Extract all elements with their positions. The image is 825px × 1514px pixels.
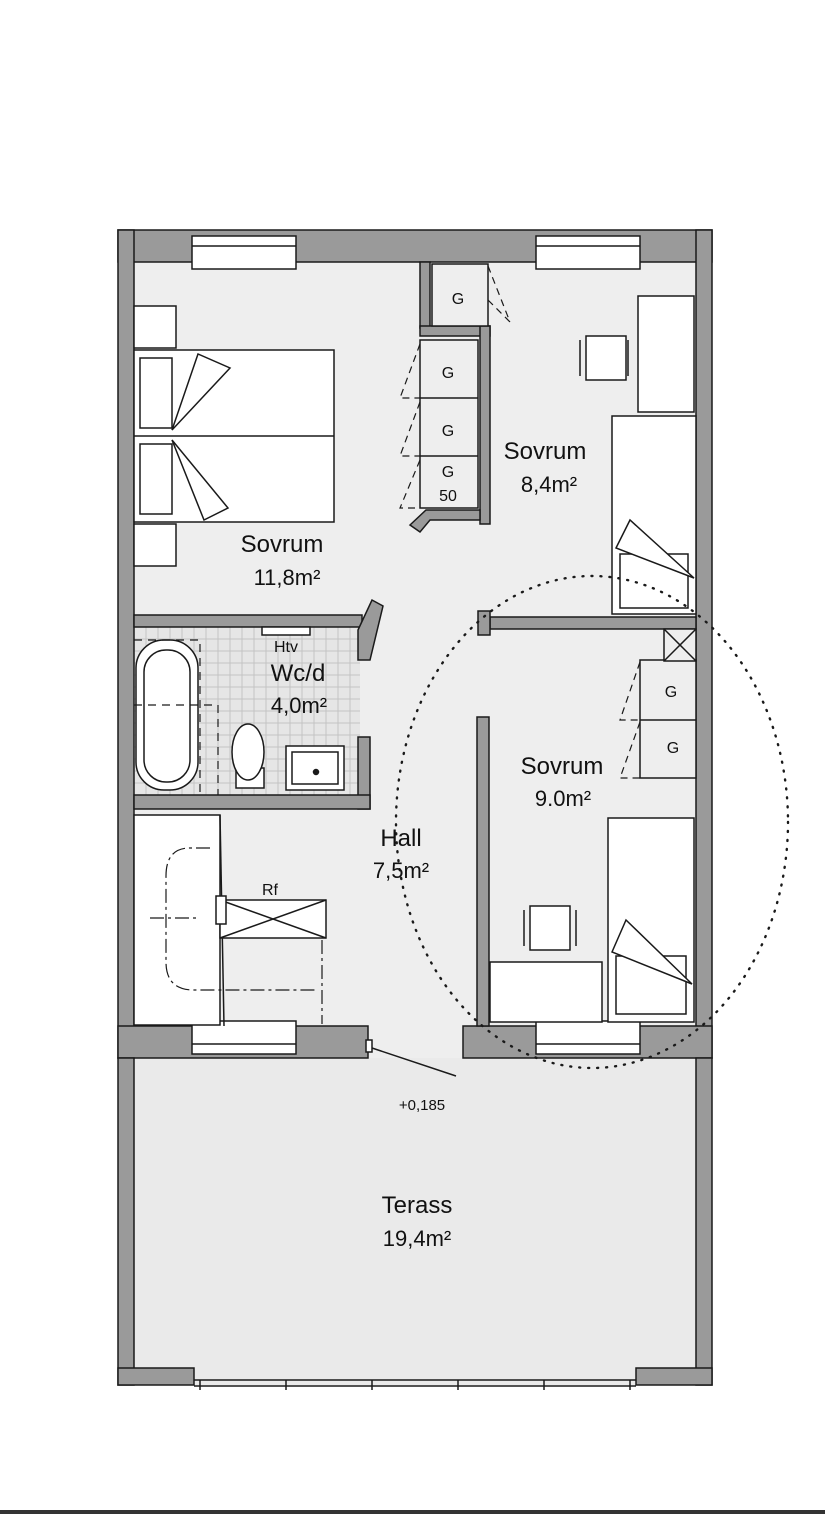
bedroom-9-furniture (489, 817, 695, 1023)
chair (529, 905, 571, 951)
entrance-door (365, 1039, 457, 1077)
wardrobe-label-2: G (442, 423, 454, 440)
terrace-railing (194, 1379, 636, 1390)
wardrobe-label-5: G (667, 740, 679, 757)
sink (285, 745, 345, 791)
wardrobe-label-1: G (442, 365, 454, 382)
windows (191, 235, 641, 1055)
highlight-circle (394, 574, 790, 1070)
room-name-bedroom-mid-right: Sovrum (521, 753, 604, 780)
room-name-bathroom: Wc/d (271, 660, 326, 687)
bathroom-dashed-zones (134, 639, 219, 795)
terrace-walls (117, 1057, 713, 1386)
room-name-terrace: Terass (382, 1192, 453, 1219)
heating-label: Htv (274, 639, 298, 656)
wardrobe-label-top: G (452, 291, 464, 308)
window-bottom-left (191, 1020, 297, 1055)
room-name-hall: Hall (380, 825, 421, 852)
room-area-bedroom-large: 11,8m² (254, 565, 321, 590)
wardrobe-label-3: G (442, 464, 454, 481)
room-name-bedroom-top-right: Sovrum (504, 438, 587, 465)
room-area-bedroom-mid-right: 9.0m² (535, 786, 591, 811)
fridge-label: Rf (262, 882, 279, 899)
chair (585, 335, 627, 381)
room-area-bedroom-top-right: 8,4m² (521, 472, 577, 497)
window-bottom-right (535, 1020, 641, 1055)
wardrobe-width-label: 50 (439, 488, 457, 505)
room-area-terrace: 19,4m² (383, 1226, 451, 1251)
angled-wall-stub (357, 598, 384, 661)
wardrobes (419, 263, 697, 779)
radiator (261, 626, 311, 636)
window-top-right (535, 235, 641, 270)
wardrobe-door-swings (399, 265, 641, 779)
bedroom-8-furniture (579, 295, 697, 615)
angled-wall-stub-2 (408, 509, 481, 534)
terrace-floor (120, 1058, 712, 1385)
room-name-bedroom-large: Sovrum (241, 531, 324, 558)
wardrobe-label-4: G (665, 684, 677, 701)
desk (637, 295, 695, 413)
storage-dashed-path (150, 847, 323, 1024)
interior-walls (133, 261, 697, 1027)
toilet-bowl (231, 723, 265, 781)
window-top-left (191, 235, 297, 270)
level-label: +0,185 (399, 1097, 445, 1114)
room-area-bathroom: 4,0m² (271, 693, 327, 718)
room-area-hall: 7,5m² (373, 858, 429, 883)
double-bed (133, 305, 335, 567)
bottom-edge-bar (0, 1510, 825, 1514)
desk (489, 961, 603, 1023)
